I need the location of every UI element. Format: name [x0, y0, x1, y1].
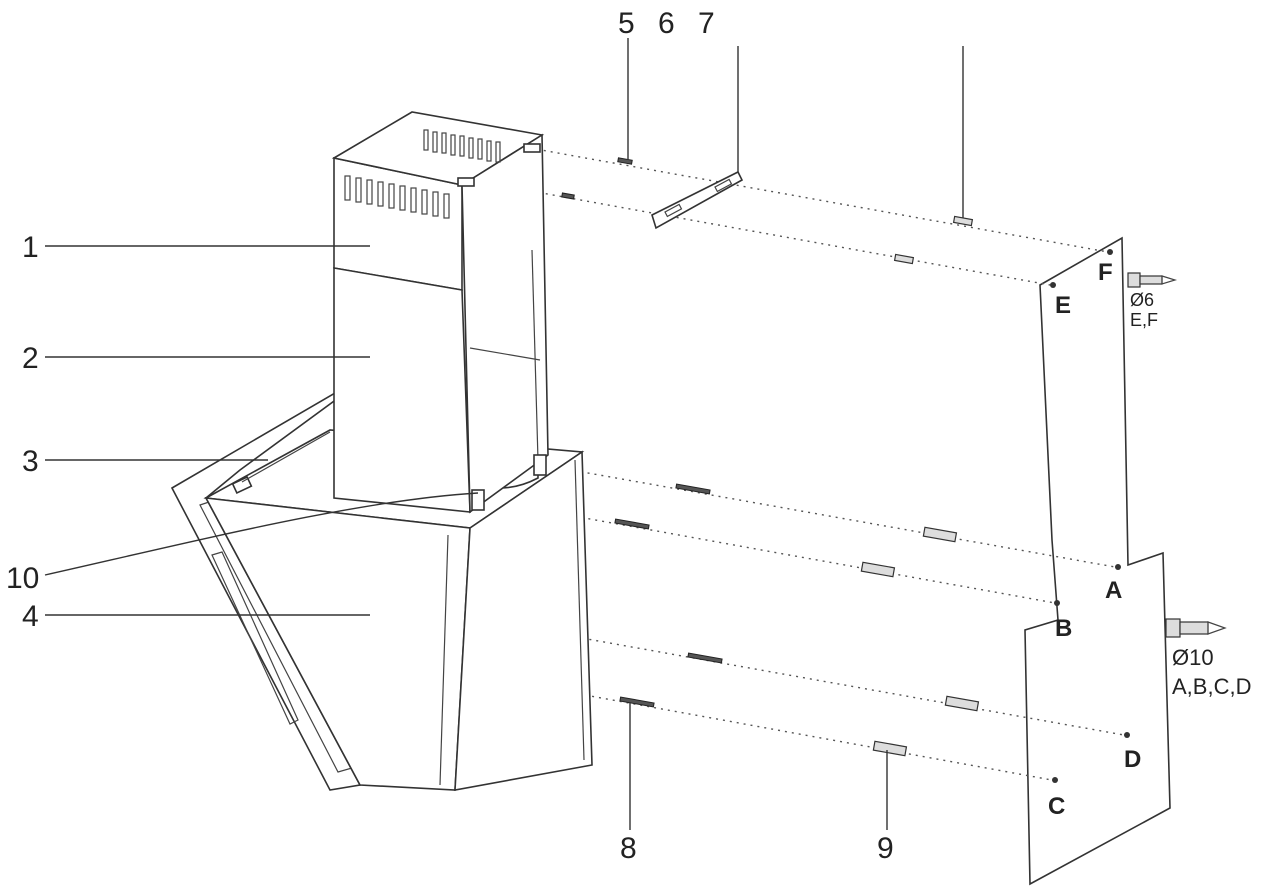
chimney-side	[461, 133, 549, 514]
chimney-back-vents	[423, 129, 501, 163]
chimney-lower-front	[333, 267, 471, 513]
canopy-edge-line-2	[574, 459, 585, 761]
chimney-side-rail	[531, 249, 539, 461]
drill-large-holes: A,B,C,D	[1172, 674, 1251, 699]
upper-screw-left	[561, 192, 575, 200]
hole-label-e: E	[1055, 292, 1071, 319]
plug-9-c	[944, 695, 980, 712]
plug-9-d	[872, 740, 908, 757]
canopy-bracket	[231, 476, 253, 494]
callout-5: 5	[618, 7, 635, 40]
upper-screw-5	[617, 157, 633, 165]
callout-2: 2	[22, 342, 39, 375]
hole-b-mark	[1054, 600, 1060, 606]
hole-f-mark	[1107, 249, 1113, 255]
canopy-rail	[241, 431, 331, 483]
hole-label-a: A	[1105, 577, 1122, 604]
chimney-bottom-bracket-right	[533, 454, 547, 476]
hole-d-mark	[1124, 732, 1130, 738]
hole-label-b: B	[1055, 615, 1072, 642]
screw-8-b	[614, 518, 650, 530]
assembly-line-f	[529, 147, 1109, 253]
assembly-line-a	[559, 467, 1116, 568]
hole-label-f: F	[1098, 259, 1113, 286]
screw-8-c	[687, 652, 723, 664]
drill-small-holes: E,F	[1130, 310, 1158, 330]
callout-10: 10	[6, 562, 39, 595]
chimney-mid-line	[469, 347, 541, 361]
plug-9-b	[860, 561, 896, 578]
callout-7: 7	[698, 7, 715, 40]
chimney-top-bracket-right	[523, 143, 541, 153]
screw-8-a	[675, 483, 711, 495]
callout-9: 9	[877, 832, 894, 865]
screw-8-d	[619, 696, 655, 708]
canopy-edge-line	[439, 534, 449, 786]
plug-9-a	[922, 526, 958, 543]
drill-small-diameter: Ø6	[1130, 290, 1154, 310]
wall-mounting-template	[1024, 236, 1171, 886]
hole-e-mark	[1050, 282, 1056, 288]
callout-1: 1	[22, 231, 39, 264]
drill-bit-large-icon	[1165, 618, 1227, 638]
bracket-slot-right	[714, 178, 733, 193]
chimney-bottom-bracket-left	[471, 489, 485, 511]
callout-4: 4	[22, 600, 39, 633]
chimney-front-vents	[344, 175, 450, 219]
upper-plug-f	[952, 215, 974, 227]
hole-c-mark	[1052, 777, 1058, 783]
hole-label-c: C	[1048, 793, 1065, 820]
drill-bit-small-icon	[1127, 272, 1178, 288]
upper-plug-e	[893, 253, 915, 265]
glass-panel-strip	[211, 551, 299, 725]
callout-6: 6	[658, 7, 675, 40]
leader-10	[44, 492, 479, 576]
canopy-side	[454, 450, 593, 791]
drill-large-diameter: Ø10	[1172, 645, 1214, 670]
chimney-bracket-part	[651, 170, 744, 230]
hole-label-d: D	[1124, 746, 1141, 773]
callout-3: 3	[22, 445, 39, 478]
bracket-slot-left	[664, 203, 683, 218]
chimney-top-bracket-left	[457, 177, 475, 187]
callout-8: 8	[620, 832, 637, 865]
hole-a-mark	[1115, 564, 1121, 570]
